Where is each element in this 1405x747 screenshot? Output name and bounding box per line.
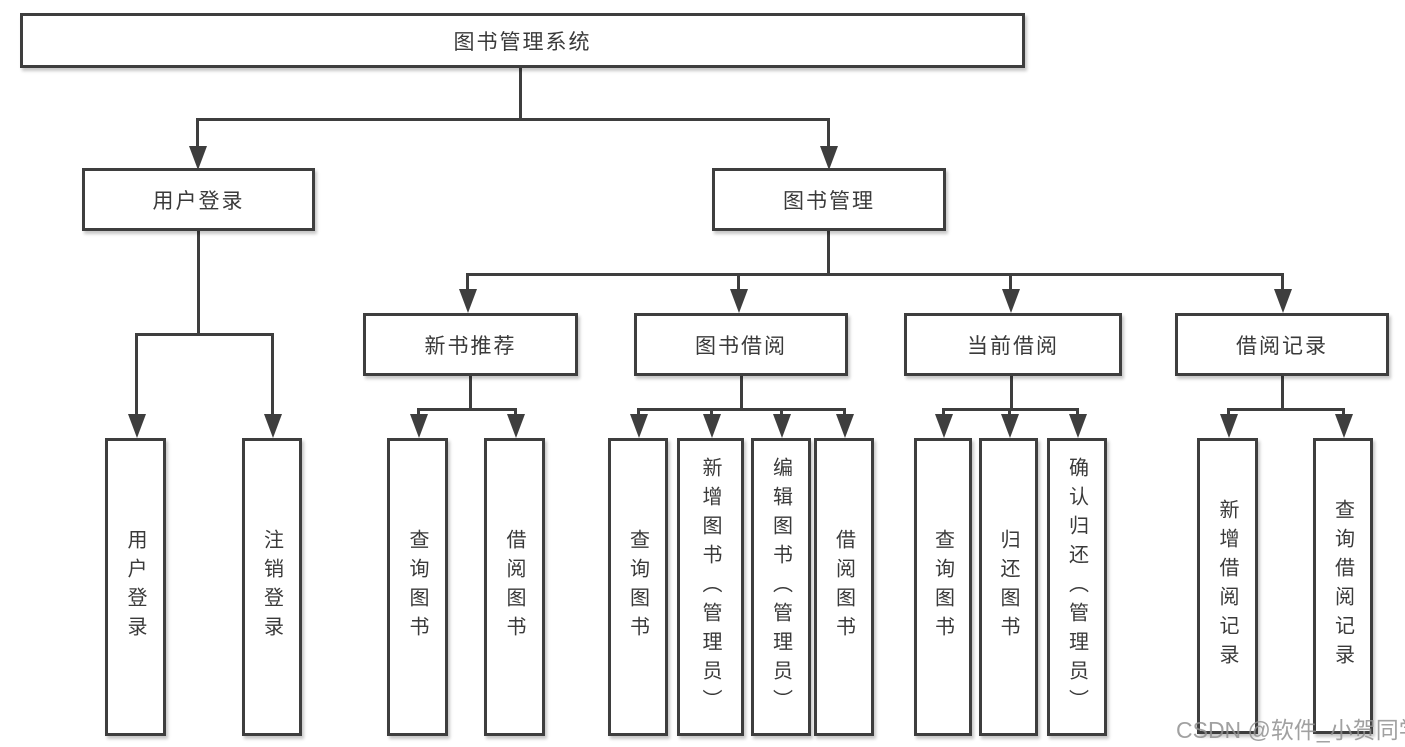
connector-line bbox=[196, 118, 830, 121]
leaf-query-books-recommend: 查询图书 bbox=[387, 438, 448, 736]
arrow-down-icon bbox=[128, 414, 146, 438]
connector-line bbox=[514, 408, 517, 418]
arrow-down-icon bbox=[1002, 289, 1020, 313]
arrow-down-icon bbox=[1220, 414, 1238, 438]
arrow-down-icon bbox=[820, 146, 838, 170]
connector-line bbox=[1281, 273, 1284, 291]
arrow-down-icon bbox=[630, 414, 648, 438]
arrow-down-icon bbox=[730, 289, 748, 313]
arrow-down-icon bbox=[264, 414, 282, 438]
node-label: 查询图书 bbox=[626, 529, 649, 645]
arrow-down-icon bbox=[189, 146, 207, 170]
leaf-logout: 注销登录 bbox=[242, 438, 302, 736]
node-new-book-recommendation: 新书推荐 bbox=[363, 313, 578, 376]
node-label: 图书管理 bbox=[783, 189, 875, 213]
node-label: 编辑图书（管理员） bbox=[769, 456, 792, 718]
connector-line bbox=[710, 408, 713, 418]
connector-line bbox=[466, 273, 1284, 276]
connector-line bbox=[740, 376, 743, 410]
node-label: 图书借阅 bbox=[695, 334, 787, 358]
leaf-borrow-books-recommend: 借阅图书 bbox=[484, 438, 545, 736]
node-label: 新书推荐 bbox=[424, 334, 517, 358]
connector-line bbox=[1227, 408, 1344, 411]
leaf-query-books-borrowing: 查询图书 bbox=[608, 438, 668, 736]
leaf-edit-books-admin: 编辑图书（管理员） bbox=[751, 438, 811, 736]
arrow-down-icon bbox=[703, 414, 721, 438]
connector-line bbox=[637, 408, 640, 418]
node-borrowing-records: 借阅记录 bbox=[1175, 313, 1389, 376]
connector-line bbox=[519, 68, 522, 120]
node-label: 查询图书 bbox=[931, 529, 954, 645]
connector-line bbox=[637, 408, 845, 411]
node-label: 新增借阅记录 bbox=[1216, 499, 1238, 673]
connector-line bbox=[1008, 408, 1011, 418]
connector-line bbox=[843, 408, 846, 418]
connector-line bbox=[271, 333, 274, 415]
node-label: 当前借阅 bbox=[967, 334, 1059, 358]
leaf-confirm-return-admin: 确认归还（管理员） bbox=[1047, 438, 1107, 736]
node-label: 归还图书 bbox=[997, 529, 1019, 645]
node-book-management: 图书管理 bbox=[712, 168, 946, 231]
arrow-down-icon bbox=[459, 289, 477, 313]
leaf-return-books: 归还图书 bbox=[979, 438, 1038, 736]
arrow-down-icon bbox=[507, 414, 525, 438]
arrow-down-icon bbox=[836, 414, 854, 438]
leaf-add-borrow-record: 新增借阅记录 bbox=[1197, 438, 1258, 734]
connector-line bbox=[1281, 376, 1284, 410]
leaf-query-books-current: 查询图书 bbox=[914, 438, 972, 736]
arrow-down-icon bbox=[1335, 414, 1353, 438]
connector-line bbox=[942, 408, 945, 418]
node-label: 借阅图书 bbox=[503, 529, 525, 645]
leaf-borrow-books: 借阅图书 bbox=[814, 438, 874, 736]
connector-line bbox=[135, 333, 274, 336]
connector-line bbox=[1010, 376, 1013, 410]
node-book-borrowing: 图书借阅 bbox=[634, 313, 848, 376]
leaf-add-books-admin: 新增图书（管理员） bbox=[677, 438, 744, 736]
arrow-down-icon bbox=[1274, 289, 1292, 313]
connector-line bbox=[197, 231, 200, 335]
arrow-down-icon bbox=[1001, 414, 1019, 438]
connector-line bbox=[466, 273, 469, 291]
node-label: 借阅图书 bbox=[832, 529, 855, 645]
connector-line bbox=[417, 408, 517, 411]
leaf-query-borrow-record: 查询借阅记录 bbox=[1313, 438, 1373, 734]
node-label: 图书管理系统 bbox=[453, 30, 592, 54]
node-user-login: 用户登录 bbox=[82, 168, 315, 231]
node-label: 确认归还（管理员） bbox=[1065, 456, 1088, 718]
arrow-down-icon bbox=[935, 414, 953, 438]
connector-line bbox=[469, 376, 472, 410]
connector-line bbox=[1342, 408, 1345, 418]
node-label: 借阅记录 bbox=[1236, 334, 1328, 358]
connector-line bbox=[196, 118, 199, 148]
arrow-down-icon bbox=[410, 414, 428, 438]
connector-line bbox=[417, 408, 420, 418]
connector-line bbox=[737, 273, 740, 291]
node-current-borrowing: 当前借阅 bbox=[904, 313, 1122, 376]
watermark: CSDN @软件_小贺同学 bbox=[1176, 717, 1405, 743]
node-library-management-system: 图书管理系统 bbox=[20, 13, 1025, 68]
connector-line bbox=[1227, 408, 1230, 418]
leaf-user-login: 用户登录 bbox=[105, 438, 166, 736]
node-label: 用户登录 bbox=[152, 189, 245, 213]
connector-line bbox=[1076, 408, 1079, 418]
node-label: 用户登录 bbox=[124, 529, 146, 645]
node-label: 查询图书 bbox=[406, 529, 428, 645]
arrow-down-icon bbox=[1069, 414, 1087, 438]
connector-line bbox=[1009, 273, 1012, 291]
connector-line bbox=[827, 118, 830, 148]
arrow-down-icon bbox=[773, 414, 791, 438]
node-label: 新增图书（管理员） bbox=[699, 456, 721, 718]
node-label: 注销登录 bbox=[260, 529, 283, 645]
connector-line bbox=[827, 231, 830, 275]
connector-line bbox=[135, 333, 138, 415]
node-label: 查询借阅记录 bbox=[1331, 499, 1354, 673]
connector-line bbox=[780, 408, 783, 418]
